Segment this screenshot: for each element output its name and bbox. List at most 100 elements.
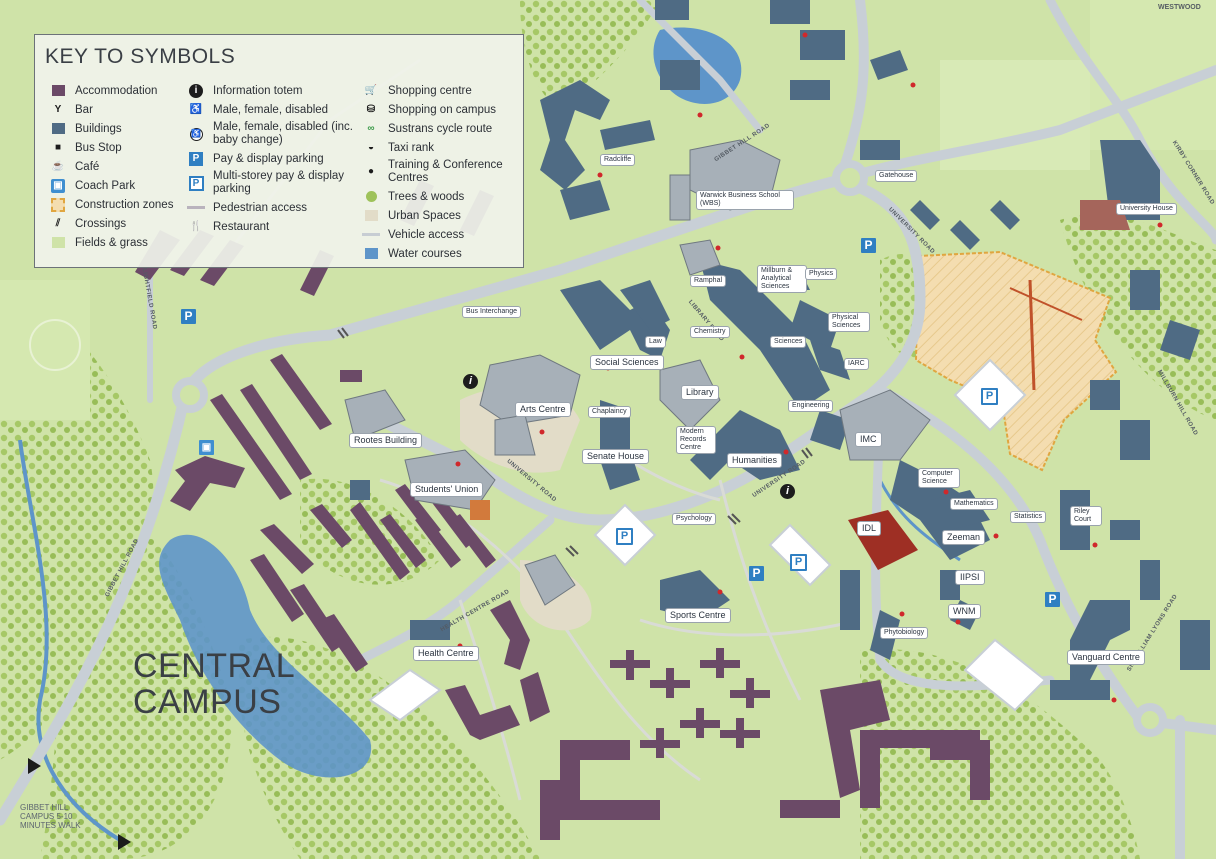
information-icon[interactable]: i — [463, 374, 478, 389]
label-sports-centre[interactable]: Sports Centre — [665, 608, 731, 623]
key-label: Bar — [75, 103, 93, 116]
label-health-centre[interactable]: Health Centre — [413, 646, 479, 661]
label-modern-records[interactable]: Modern Records Centre — [676, 426, 716, 454]
crane-jib — [1009, 287, 1083, 321]
label-psychology[interactable]: Psychology — [672, 513, 716, 525]
key-symbol: P — [185, 151, 207, 166]
key-label: Bus Stop — [75, 141, 122, 154]
fields-grassswatch — [51, 237, 65, 248]
label-vanguard-centre[interactable]: Vanguard Centre — [1067, 650, 1145, 665]
multi-storey-parking-icon[interactable]: P — [981, 388, 998, 405]
gibbet-hill-walk-note: GIBBET HILL CAMPUS 5-10 MINUTES WALK — [20, 803, 81, 830]
conference-icon: ● — [367, 166, 375, 177]
key-symbol: ■ — [47, 141, 69, 155]
label-iipsi[interactable]: IIPSI — [955, 570, 985, 585]
nav-arrow-icon[interactable] — [118, 834, 131, 850]
multi-storey-parking-icon[interactable]: P — [790, 554, 807, 571]
key-symbol: Y — [47, 103, 69, 117]
key-label: Urban Spaces — [388, 209, 461, 222]
information-icon: i — [189, 83, 203, 98]
label-statistics[interactable]: Statistics — [1010, 511, 1047, 523]
key-title: KEY TO SYMBOLS — [45, 45, 236, 68]
label-mathematics[interactable]: Mathematics — [950, 498, 998, 510]
label-imc[interactable]: IMC — [855, 432, 882, 447]
key-label: Café — [75, 160, 100, 173]
parking-icon[interactable]: P — [861, 238, 876, 253]
label-phytobiology[interactable]: Phytobiology — [880, 627, 929, 639]
label-rootes[interactable]: Rootes Building — [349, 433, 423, 448]
key-item: Urban Spaces — [360, 206, 520, 225]
key-symbol — [47, 123, 69, 134]
label-university-house[interactable]: University House — [1116, 203, 1177, 215]
key-label: Male, female, disabled (inc. baby change… — [213, 121, 353, 146]
label-iarc[interactable]: IARC — [844, 358, 869, 370]
label-law[interactable]: Law — [645, 336, 666, 348]
cafe-icon: ☕ — [51, 160, 65, 172]
label-physics[interactable]: Physics — [805, 268, 838, 280]
key-item: Buildings — [47, 119, 173, 138]
label-bus-interchange[interactable]: Bus Interchange — [462, 306, 521, 318]
key-symbol: ◒ — [360, 141, 382, 155]
parking-icon[interactable]: P — [749, 566, 764, 581]
label-students-union[interactable]: Students' Union — [410, 482, 484, 497]
label-physical-sciences[interactable]: Physical Sciences — [828, 312, 870, 332]
key-label: Shopping on campus — [388, 103, 497, 116]
key-item: Water courses — [360, 244, 520, 263]
label-humanities[interactable]: Humanities — [727, 453, 783, 468]
label-engineering[interactable]: Engineering — [788, 400, 834, 412]
key-item: ◒Taxi rank — [360, 138, 520, 157]
label-millburn[interactable]: Millburn & Analytical Sciences — [757, 265, 807, 293]
key-symbol — [47, 237, 69, 248]
urban-spacesswatch — [364, 210, 378, 221]
parking-icon[interactable]: P — [1045, 592, 1060, 607]
key-item: ♿Male, female, disabled — [185, 100, 355, 119]
label-chemistry[interactable]: Chemistry — [690, 326, 730, 338]
label-riley-court[interactable]: Riley Court — [1070, 506, 1102, 526]
shopping-centre-icon: 🛒 — [364, 84, 378, 96]
label-idl[interactable]: IDL — [857, 521, 882, 536]
key-symbol: 🍴 — [185, 220, 207, 234]
roundabouts — [172, 160, 1167, 737]
key-label: Training & Conference Centres — [388, 159, 503, 184]
bar-icon: Y — [54, 103, 62, 115]
label-social-sciences[interactable]: Social Sciences — [590, 355, 664, 370]
coach-park-icon[interactable]: ▣ — [199, 440, 214, 455]
label-gatehouse[interactable]: Gatehouse — [875, 170, 918, 182]
key-symbol — [185, 206, 207, 209]
nav-arrow-icon[interactable] — [28, 758, 41, 774]
key-item: ∞Sustrans cycle route — [360, 119, 520, 138]
pedestrian-access-icon — [187, 206, 205, 209]
trees-swatch — [365, 191, 377, 202]
shopping-basket-icon: ⛁ — [366, 103, 376, 115]
information-icon[interactable]: i — [780, 484, 795, 499]
lake-southwest — [159, 534, 372, 778]
map-title: CENTRAL CAMPUS — [133, 647, 294, 721]
label-sciences[interactable]: Sciences — [770, 336, 807, 348]
label-computer-science[interactable]: Computer Science — [918, 468, 960, 488]
key-symbol — [47, 85, 69, 96]
label-zeeman[interactable]: Zeeman — [942, 530, 986, 545]
key-item: ● Training & Conference Centres — [360, 157, 520, 187]
parking-icon: P — [189, 151, 203, 166]
label-ramphal[interactable]: Ramphal — [690, 275, 727, 287]
label-wbs[interactable]: Warwick Business School (WBS) — [696, 190, 794, 210]
label-wnm[interactable]: WNM — [948, 604, 981, 619]
multi-storey-parking-icon[interactable]: P — [616, 528, 633, 545]
river-west — [18, 439, 122, 842]
key-label: Buildings — [75, 122, 122, 135]
label-senate[interactable]: Senate House — [582, 449, 650, 464]
label-library[interactable]: Library — [681, 385, 719, 400]
label-chaplaincy[interactable]: Chaplaincy — [588, 406, 631, 418]
label-radcliffe[interactable]: Radcliffe — [600, 154, 636, 166]
key-item: ■ Bus Stop — [47, 138, 173, 157]
key-item: Pedestrian access — [185, 198, 355, 217]
key-label: Multi-storey pay & display parking — [213, 170, 345, 195]
parking-icon[interactable]: P — [181, 309, 196, 324]
label-arts-centre[interactable]: Arts Centre — [515, 402, 571, 417]
key-symbol — [47, 197, 69, 212]
